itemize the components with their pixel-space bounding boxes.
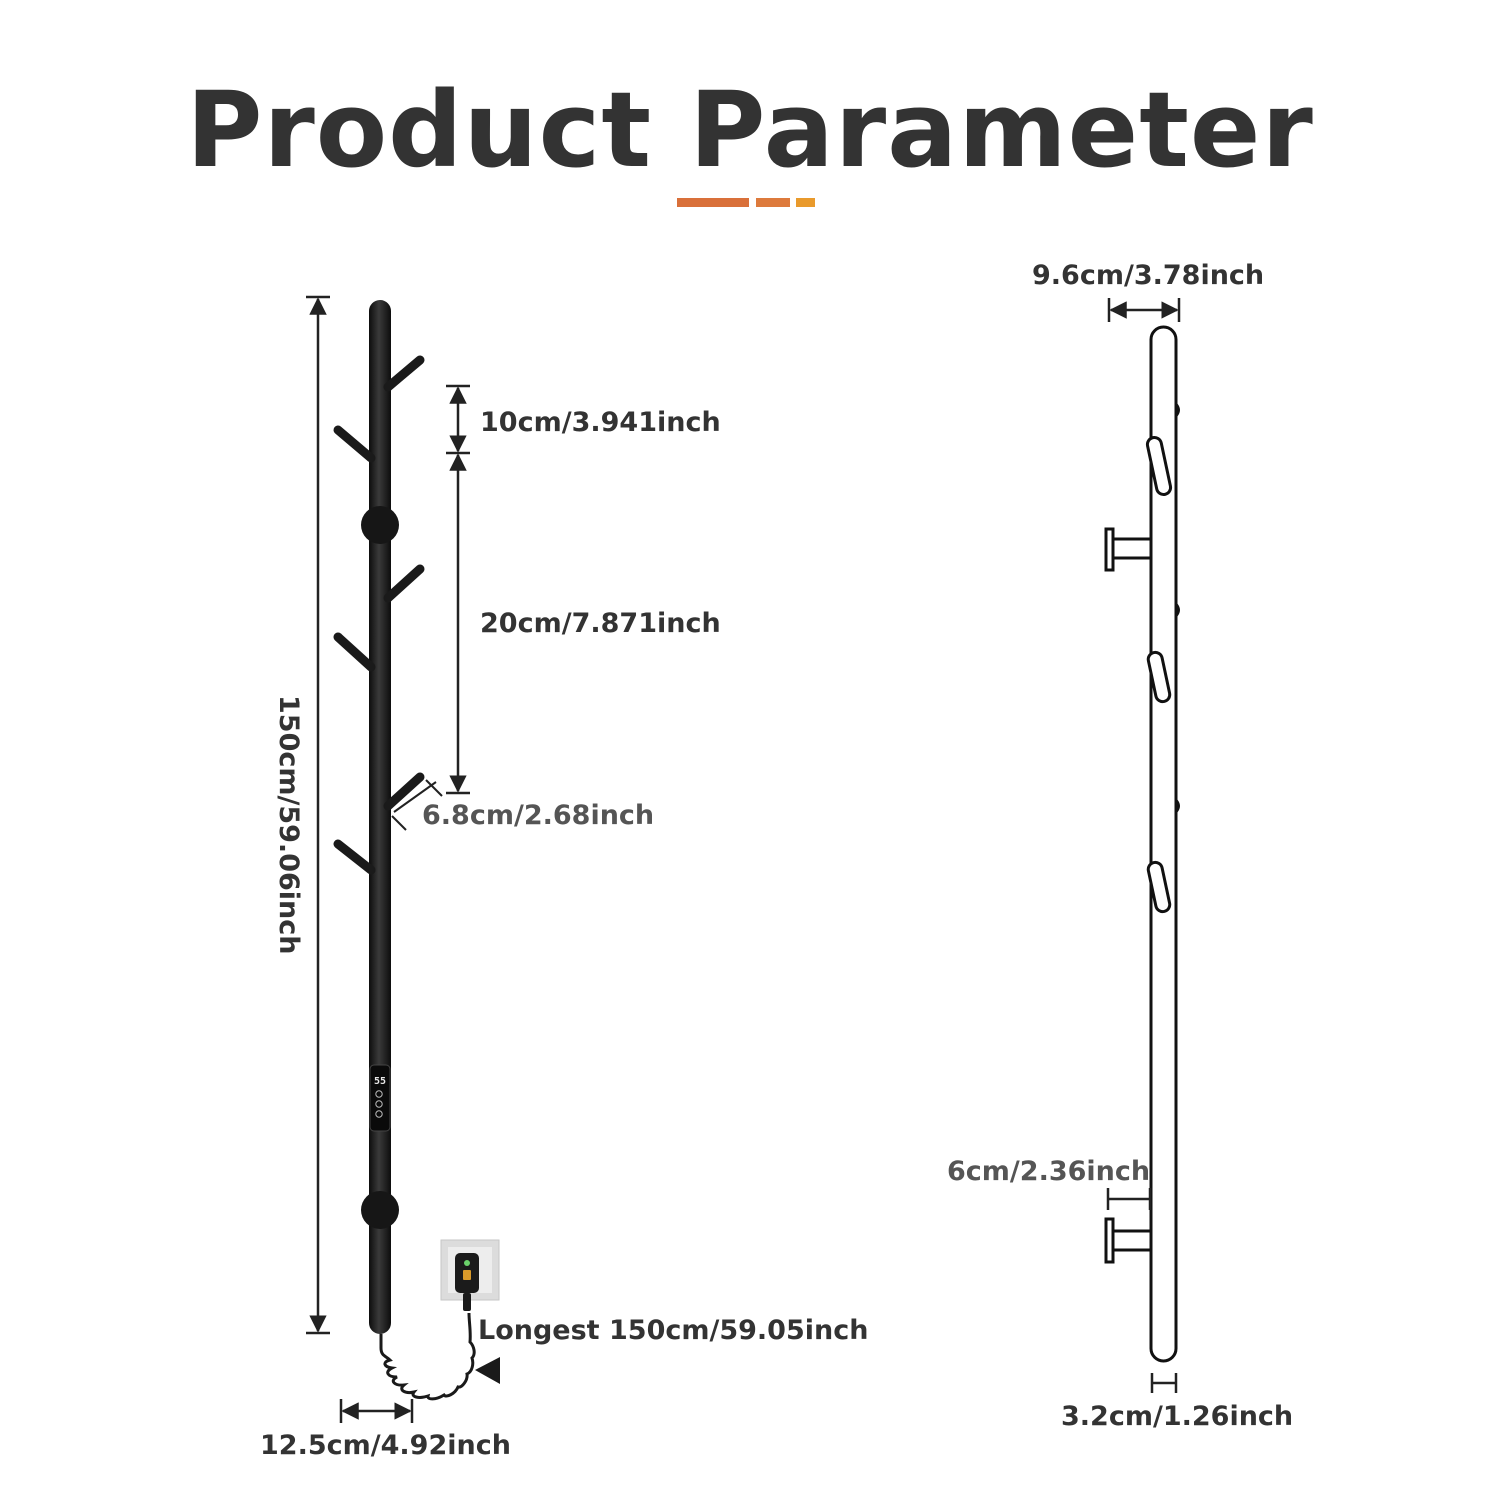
- depth-label: 9.6cm/3.78inch: [1032, 260, 1265, 291]
- cable-pointer-icon: [475, 1357, 500, 1384]
- side-hook-3: [1146, 860, 1172, 914]
- side-mount-bottom-stem: [1111, 1229, 1153, 1252]
- side-mount-top-stem: [1111, 537, 1153, 560]
- page-title: Product Parameter: [186, 69, 1314, 191]
- power-cable: [379, 1312, 476, 1401]
- height-label: 150cm/59.06inch: [273, 695, 304, 955]
- height-dimension-line: [306, 295, 330, 1335]
- hook-right-1: [383, 355, 425, 392]
- hook-spacing-dimension-line: [446, 453, 470, 795]
- side-hook-stub-1: [1176, 402, 1180, 418]
- side-mount-top-plate: [1104, 527, 1115, 572]
- wall-mount-bottom: [361, 1191, 399, 1229]
- base-width-label: 12.5cm/4.92inch: [260, 1430, 511, 1461]
- title-accent-bar-1: [677, 198, 749, 207]
- tube-diameter-dimension-line: [1150, 1373, 1178, 1393]
- hook-spacing-label: 20cm/7.871inch: [480, 608, 721, 639]
- towel-rack-side: [1104, 325, 1180, 1363]
- hook-right-2: [383, 564, 425, 603]
- hook-left-3: [333, 839, 376, 875]
- side-pole-outline: [1149, 325, 1178, 1363]
- temperature-display: 55: [374, 1076, 386, 1087]
- hook-left-2: [333, 632, 376, 672]
- wall-mount-top: [361, 506, 399, 544]
- title-accent-bar-3: [796, 198, 815, 207]
- towel-rack-front: 55: [333, 300, 425, 1334]
- mount-depth-dimension-line: [1106, 1188, 1152, 1210]
- hook-length-label: 6.8cm/2.68inch: [422, 800, 655, 831]
- control-panel: [369, 1064, 391, 1132]
- side-mount-bottom-plate: [1104, 1217, 1115, 1264]
- hook-right-3: [383, 772, 425, 811]
- base-width-dimension-line: [339, 1399, 414, 1423]
- side-hook-1: [1145, 435, 1173, 497]
- wall-socket: [440, 1239, 500, 1311]
- mount-depth-label: 6cm/2.36inch: [947, 1156, 1151, 1187]
- plug-indicator-light: [464, 1260, 470, 1266]
- side-hook-stub-2: [1176, 602, 1180, 618]
- mode-button-icon: [375, 1100, 383, 1108]
- cable-length-label: Longest 150cm/59.05inch: [478, 1315, 869, 1346]
- tube-diameter-label: 3.2cm/1.26inch: [1061, 1401, 1294, 1432]
- timer-button-icon: [375, 1110, 383, 1118]
- side-hook-stub-3: [1176, 798, 1180, 814]
- hook-length-dimension-line: [391, 779, 443, 831]
- hook-left-1: [333, 425, 376, 463]
- depth-dimension-line: [1107, 298, 1181, 322]
- top-spacing-dimension-line: [446, 384, 470, 455]
- power-button-icon: [375, 1090, 383, 1098]
- top-spacing-label: 10cm/3.941inch: [480, 407, 721, 438]
- side-hook-2: [1146, 650, 1172, 704]
- title-accent-bar-2: [756, 198, 790, 207]
